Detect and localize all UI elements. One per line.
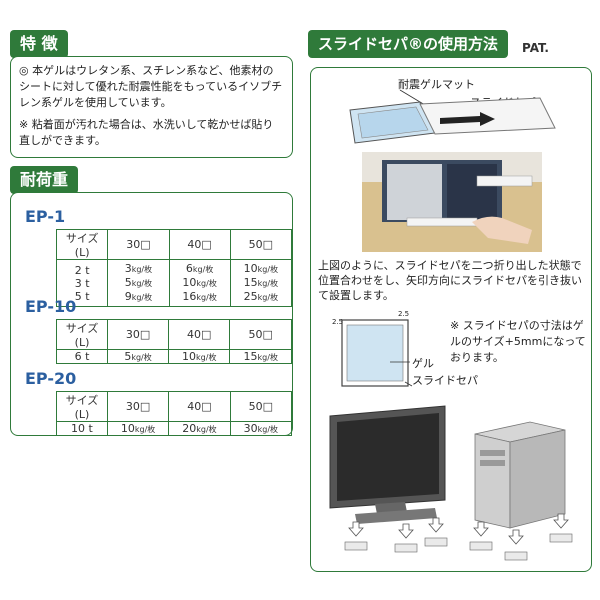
dim-left: 2.5 (332, 318, 344, 326)
unit: kg/枚 (257, 293, 279, 302)
value-cell: 5 (124, 276, 132, 289)
col-size: サイズ(L) (55, 319, 109, 350)
unit: kg/枚 (196, 353, 217, 362)
table-row: 10 t 10kg/枚 20kg/枚 30kg/枚 (56, 421, 293, 436)
col-size: サイズ(L) (55, 229, 109, 260)
value-cell: 5 (124, 350, 132, 363)
unit: kg/枚 (131, 353, 152, 362)
value-cell: 6 (185, 262, 193, 275)
unit: kg/枚 (257, 279, 279, 288)
col-50: 50□ (229, 229, 293, 260)
value-cell: 30 (243, 422, 258, 435)
value-cell: 3 (124, 262, 132, 275)
unit: kg/枚 (257, 265, 279, 274)
feature-item: ◎ 本ゲルはウレタン系、スチレン系など、他素材のシートに対して優れた耐震性能をも… (19, 64, 283, 109)
col-50: 50□ (229, 319, 292, 350)
load-cell: 6 t (55, 349, 109, 364)
load-table-ep1: サイズ(L) 30□ 40□ 50□ 2 t 3 t 5 t 3kg/枚 5kg… (55, 229, 293, 307)
col-30: 30□ (107, 319, 169, 350)
unit: kg/枚 (257, 425, 279, 434)
col-40: 40□ (167, 319, 231, 350)
col-30: 30□ (107, 229, 170, 260)
value-cell: 16 (182, 290, 197, 303)
unit: kg/枚 (196, 293, 217, 302)
table-row: 6 t 5kg/枚 10kg/枚 15kg/枚 (55, 349, 292, 364)
unit: kg/枚 (131, 279, 153, 288)
diagram-sepa-label: スライドセパ (412, 374, 478, 387)
unit: kg/枚 (192, 265, 214, 274)
table-row: 2 t 3 t 5 t 3kg/枚 5kg/枚 9kg/枚 6kg/枚 10kg… (55, 259, 293, 307)
pat-label: PAT. (522, 41, 549, 55)
value-cell: 10 (182, 350, 197, 363)
model-name-ep1: EP-1 (25, 207, 66, 226)
load-title: 耐荷重 (10, 166, 79, 194)
features-panel: ◎ 本ゲルはウレタン系、スチレン系など、他素材のシートに対して優れた耐震性能をも… (10, 56, 293, 158)
features-title: 特 徴 (10, 30, 68, 58)
unit: kg/枚 (257, 353, 278, 362)
usage-description: 上図のように、スライドセパを二つ折り出した状態で位置合わせをし、矢印方向にスライ… (318, 259, 582, 302)
col-40: 40□ (168, 229, 231, 260)
unit: kg/枚 (131, 293, 153, 302)
size-note: ※ スライドセパの寸法はゲルのサイズ+5mmになっております。 (450, 319, 586, 364)
value-cell: 10 (243, 262, 258, 275)
load-table-ep20: サイズ(L) 30□ 40□ 50□ 10 t 10kg/枚 20kg/枚 30… (56, 391, 293, 436)
model-name-ep10: EP-10 (25, 297, 77, 316)
value-cell: 9 (124, 290, 132, 303)
col-size: サイズ(L) (56, 391, 108, 422)
unit: kg/枚 (196, 279, 217, 288)
value-cell: 10 (120, 422, 135, 435)
value-cell: 20 (182, 422, 197, 435)
load-table-ep10: サイズ(L) 30□ 40□ 50□ 6 t 5kg/枚 10kg/枚 15kg… (55, 319, 292, 364)
value-cell: 25 (243, 290, 258, 303)
dim-top: 2.5 (398, 310, 410, 318)
slide-title: スライドセパ®の使用方法 (308, 30, 509, 58)
mat-illustration (349, 89, 556, 144)
label-gel-mat: 耐震ゲルマット (398, 78, 475, 91)
col-30: 30□ (106, 391, 170, 422)
feature-item: ※ 粘着面が汚れた場合は、水洗いして乾かせば貼り直しができます。 (19, 118, 274, 147)
model-name-ep20: EP-20 (25, 369, 77, 388)
value-cell: 10 (182, 276, 197, 289)
unit: kg/枚 (134, 425, 156, 434)
unit: kg/枚 (196, 425, 217, 434)
col-50: 50□ (229, 391, 293, 422)
value-cell: 15 (243, 276, 258, 289)
install-photo (362, 152, 542, 252)
load-cell: 3 t (74, 276, 90, 290)
diagram-gel-label: ゲル (412, 357, 434, 370)
unit: kg/枚 (131, 265, 153, 274)
load-cell: 5 t (74, 289, 90, 303)
load-cell: 2 t (74, 263, 90, 277)
dimension-diagram (341, 319, 413, 387)
devices-illustration (329, 405, 573, 561)
load-panel: EP-1 サイズ(L) 30□ 40□ 50□ 2 t 3 t 5 t 3kg/… (10, 192, 293, 436)
col-40: 40□ (168, 391, 231, 422)
value-cell: 15 (243, 350, 258, 363)
load-cell: 10 t (56, 421, 108, 436)
